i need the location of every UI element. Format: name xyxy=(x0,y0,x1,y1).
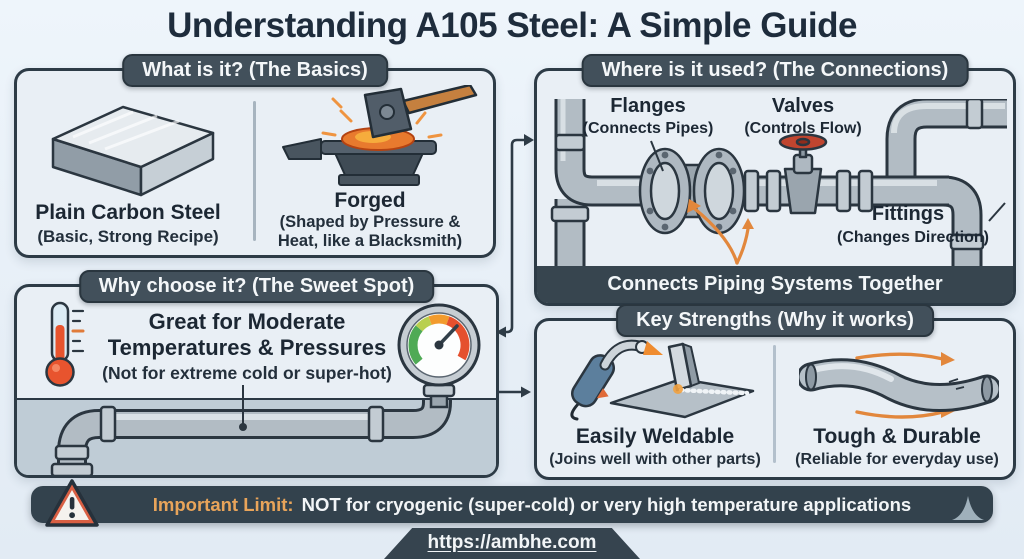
piping-label-valves: Valves xyxy=(771,95,835,117)
panel-basics-header: What is it? (The Basics) xyxy=(122,54,388,87)
basics-item-subtitle: (Shaped by Pressure & Heat, like a Black… xyxy=(277,213,463,251)
piping-illustration xyxy=(537,99,1007,266)
hammer-anvil-icon xyxy=(273,85,478,189)
panel-strengths-header: Key Strengths (Why it works) xyxy=(616,304,934,337)
website-url[interactable]: https://ambhe.com xyxy=(427,532,597,553)
panel-sweet-spot: Why choose it? (The Sweet Spot) xyxy=(14,270,499,478)
website-link[interactable]: https://ambhe.com xyxy=(384,528,640,559)
piping-label-flanges-sub: (Connects Pipes) xyxy=(582,120,714,137)
banner-arrow-icon xyxy=(951,490,985,521)
piping-label-fittings: Fittings xyxy=(871,203,945,225)
panel-connections-header: Where is it used? (The Connections) xyxy=(581,54,969,87)
page-title: Understanding A105 Steel: A Simple Guide xyxy=(167,6,857,45)
warning-triangle-icon xyxy=(44,478,100,530)
pressure-gauge-icon xyxy=(391,293,487,411)
basics-item-title: Plain Carbon Steel xyxy=(35,201,221,224)
steel-block-icon xyxy=(45,97,225,197)
leader-dot xyxy=(239,423,247,431)
sweet-spot-line1: Great for Moderate xyxy=(148,309,346,334)
panel-strengths: Key Strengths (Why it works) Easily xyxy=(534,304,1016,480)
bent-pipe-icon xyxy=(799,349,999,421)
sweet-spot-line2: Temperatures & Pressures xyxy=(107,335,387,360)
pipe-band xyxy=(17,398,496,475)
strengths-divider xyxy=(773,345,776,463)
panel-connections: Where is it used? (The Connections) xyxy=(534,54,1016,306)
basics-item-subtitle: (Basic, Strong Recipe) xyxy=(37,227,219,246)
pipe-illustration xyxy=(50,400,452,475)
strength-subtitle: (Reliable for everyday use) xyxy=(795,451,999,468)
piping-label-valves-sub: (Controls Flow) xyxy=(744,120,862,137)
piping-label-fittings-sub: (Changes Direction) xyxy=(836,229,989,246)
warning-banner: Important Limit: NOT for cryogenic (supe… xyxy=(31,479,993,527)
warning-prefix: Important Limit: xyxy=(152,493,294,515)
strength-subtitle: (Joins well with other parts) xyxy=(549,451,761,468)
piping-label-flanges: Flanges xyxy=(610,95,686,117)
basics-item-title: Forged xyxy=(334,189,406,212)
panel-sweet-spot-header: Why choose it? (The Sweet Spot) xyxy=(78,270,435,303)
connections-caption: Connects Piping Systems Together xyxy=(537,266,1013,303)
strength-title: Tough & Durable xyxy=(813,425,981,448)
thermometer-icon xyxy=(37,301,89,389)
basics-divider xyxy=(253,101,256,241)
strength-title: Easily Weldable xyxy=(575,425,735,448)
welding-torch-icon xyxy=(551,337,761,423)
warning-text: NOT for cryogenic (super-cold) or very h… xyxy=(301,493,912,515)
sweet-spot-note: (Not for extreme cold or super-hot) xyxy=(102,363,392,383)
leader-line xyxy=(242,385,244,427)
panel-basics: What is it? (The Basics) Plain Carbon St… xyxy=(14,54,496,258)
